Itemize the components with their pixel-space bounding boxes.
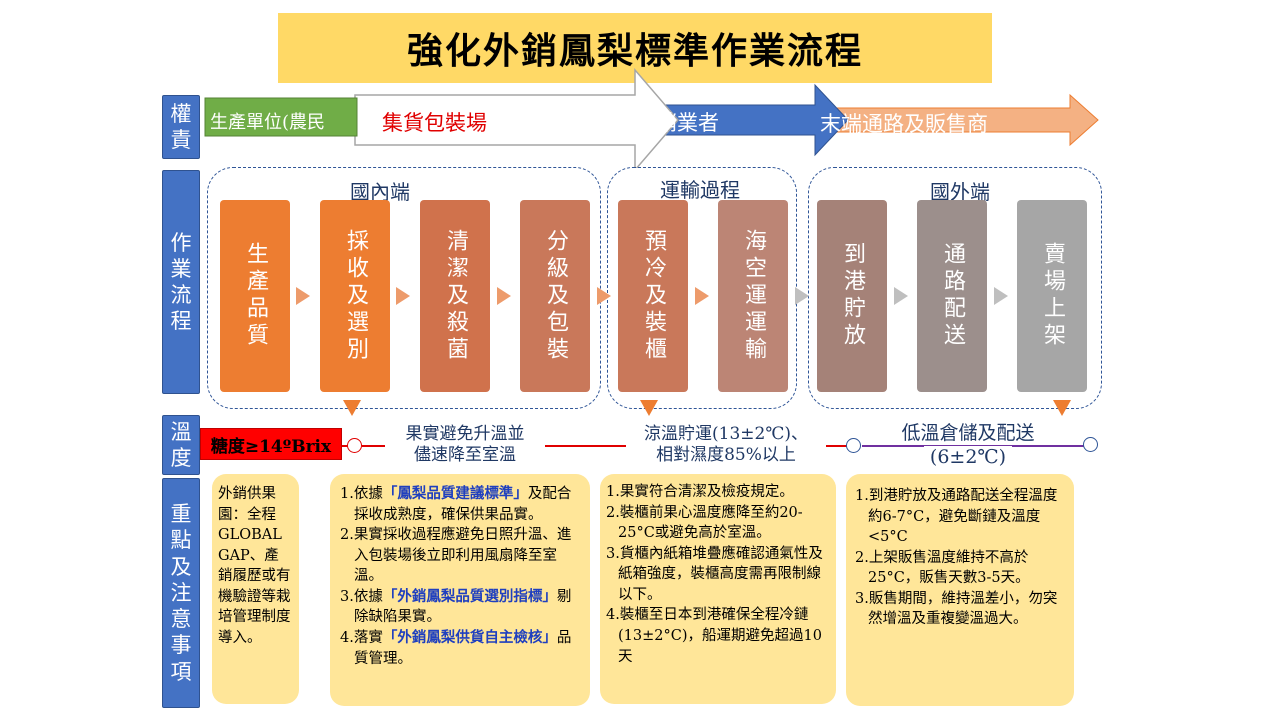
note-farm-text: 外銷供果園：全程GLOBAL GAP、產銷履歷或有機驗證等栽培管理制度導入。 bbox=[218, 486, 291, 647]
temp-stage-2-line1: 涼溫貯運(13±2℃)、 bbox=[644, 424, 808, 444]
responsibility-arrows bbox=[204, 68, 1099, 168]
down-arrow-icon bbox=[1053, 400, 1071, 416]
row-label-char: 程 bbox=[170, 309, 192, 334]
down-arrow-icon bbox=[343, 400, 361, 416]
temp-node bbox=[1083, 437, 1098, 452]
retail-label: 末端通路及販售商 bbox=[820, 112, 988, 136]
down-arrow-icon bbox=[640, 400, 658, 416]
producer-box bbox=[204, 97, 358, 137]
row-label-process: 作 業 流 程 bbox=[162, 170, 200, 394]
row-label-char: 事 bbox=[170, 633, 192, 658]
note-transport-item: 1.果實符合清潔及檢疫規定。 bbox=[606, 484, 794, 500]
flow-arrow-icon bbox=[396, 287, 410, 305]
note-transport-item: 3.貨櫃內紙箱堆疊應確認通氣性及紙箱強度，裝櫃高度需再限制線以下。 bbox=[606, 545, 823, 603]
producer-label: 生產單位(農民 bbox=[210, 112, 326, 133]
note-highlight: 「外銷鳳梨品質選別指標」 bbox=[382, 587, 557, 605]
row-label-temperature: 溫 度 bbox=[162, 415, 200, 475]
temp-node bbox=[347, 438, 362, 453]
row-label-char: 權 bbox=[170, 101, 192, 126]
note-packing-item: 1.依據「鳳梨品質建議標準」及配合採收成熟度，確保供果品實。 bbox=[340, 484, 580, 525]
row-label-char: 流 bbox=[170, 283, 192, 307]
note-highlight: 「鳳梨品質建議標準」 bbox=[382, 485, 528, 502]
flow-arrow-icon bbox=[695, 287, 709, 305]
row-label-char: 溫 bbox=[170, 419, 192, 444]
row-label-char: 度 bbox=[170, 446, 192, 470]
step-harvest-sort: 採收及選別 bbox=[320, 200, 390, 392]
step-production-quality: 生產品質 bbox=[220, 200, 290, 392]
row-label-char: 注 bbox=[170, 580, 192, 605]
temp-stage-1-line1: 果實避免升溫並 bbox=[405, 424, 525, 444]
row-label-char: 及 bbox=[170, 554, 192, 579]
flow-arrow-icon bbox=[894, 287, 908, 305]
note-farm: 外銷供果園：全程GLOBAL GAP、產銷履歷或有機驗證等栽培管理制度導入。 bbox=[212, 474, 299, 704]
temp-node bbox=[846, 438, 861, 453]
note-transport-item: 2.裝櫃前果心溫度應降至約20-25°C或避免高於室溫。 bbox=[606, 504, 803, 542]
flow-arrow-icon bbox=[795, 287, 809, 305]
note-packing-item: 3.依據「外銷鳳梨品質選別指標」剔除缺陷果實。 bbox=[340, 587, 580, 628]
note-overseas-item: 1.到港貯放及通路配送全程溫度約6-7°C，避免斷鏈及溫度<5°C bbox=[855, 488, 1058, 546]
sugar-badge: 糖度≥14ºBrix bbox=[200, 428, 342, 460]
row-label-char: 業 bbox=[170, 256, 192, 281]
row-label-responsibility: 權 責 bbox=[162, 95, 200, 159]
logistics-label: 國內物流及外銷業者 bbox=[530, 111, 719, 135]
packing-arrow bbox=[354, 68, 679, 168]
temp-line-red bbox=[362, 445, 851, 447]
step-precool-load: 預冷及裝櫃 bbox=[618, 200, 688, 392]
note-overseas: 1.到港貯放及通路配送全程溫度約6-7°C，避免斷鏈及溫度<5°C 2.上架販售… bbox=[846, 474, 1074, 706]
row-label-char: 作 bbox=[170, 230, 192, 255]
note-packing: 1.依據「鳳梨品質建議標準」及配合採收成熟度，確保供果品實。 2.果實採收過程應… bbox=[330, 474, 590, 706]
note-overseas-item: 2.上架販售溫度維持不高於25°C，販售天數3-5天。 bbox=[855, 549, 1030, 587]
row-label-char: 意 bbox=[170, 607, 192, 632]
note-overseas-item: 3.販售期間，維持溫差小，勿突然增溫及重複變溫過大。 bbox=[855, 590, 1058, 628]
note-text: 1.依據 bbox=[340, 486, 383, 502]
group-label-transport: 運輸過程 bbox=[660, 178, 740, 202]
note-transport: 1.果實符合清潔及檢疫規定。 2.裝櫃前果心溫度應降至約20-25°C或避免高於… bbox=[600, 474, 836, 704]
step-shelving: 賣場上架 bbox=[1017, 200, 1087, 392]
note-packing-item: 2.果實採收過程應避免日照升溫、進入包裝場後立即利用風扇降至室溫。 bbox=[340, 527, 572, 585]
step-grade-pack: 分級及包裝 bbox=[520, 200, 590, 392]
row-label-char: 點 bbox=[170, 528, 192, 553]
note-transport-item: 4.裝櫃至日本到港確保全程冷鏈 (13±2°C)，船運期避免超過10天 bbox=[606, 607, 822, 665]
note-text: 剔除缺陷果實。 bbox=[354, 588, 572, 626]
row-label-notes: 重 點 及 注 意 事 項 bbox=[162, 478, 200, 708]
packing-label: 集貨包裝場 bbox=[382, 111, 487, 135]
note-text: 及配合採收成熟度，確保供果品實。 bbox=[354, 486, 572, 523]
temp-line-red bbox=[342, 445, 350, 447]
note-highlight: 「外銷鳳梨供貨自主檢核」 bbox=[382, 629, 557, 647]
temp-stage-1-line2: 儘速降至室溫 bbox=[414, 445, 516, 466]
step-port-storage: 到港貯放 bbox=[817, 200, 887, 392]
flow-arrow-icon bbox=[994, 287, 1008, 305]
step-clean-sterilize: 清潔及殺菌 bbox=[420, 200, 490, 392]
note-text: 3.依據 bbox=[340, 588, 383, 605]
row-label-char: 責 bbox=[170, 128, 192, 152]
flow-arrow-icon bbox=[497, 287, 511, 305]
temp-stage-2: 涼溫貯運(13±2℃)、 相對濕度85%以上 bbox=[626, 424, 826, 467]
flow-arrow-icon bbox=[296, 287, 310, 305]
temp-stage-3-line2: (6±2℃) bbox=[923, 445, 1013, 470]
row-label-char: 項 bbox=[170, 659, 192, 684]
note-text: 品質管理。 bbox=[354, 630, 572, 667]
note-packing-item: 4.落實「外銷鳳梨供貨自主檢核」品質管理。 bbox=[340, 628, 580, 669]
temp-stage-3: 低溫倉儲及配送 (6±2℃) bbox=[878, 422, 1058, 470]
flow-arrow-icon bbox=[597, 287, 611, 305]
temp-stage-1: 果實避免升溫並 儘速降至室溫 bbox=[385, 424, 545, 467]
step-shipping: 海空運運輸 bbox=[718, 200, 788, 392]
temp-stage-3-line1: 低溫倉儲及配送 bbox=[901, 422, 1035, 444]
note-text: 4.落實 bbox=[340, 630, 383, 647]
row-label-char: 重 bbox=[170, 502, 192, 527]
temp-stage-2-line2: 相對濕度85%以上 bbox=[656, 445, 796, 466]
step-distribution: 通路配送 bbox=[917, 200, 987, 392]
